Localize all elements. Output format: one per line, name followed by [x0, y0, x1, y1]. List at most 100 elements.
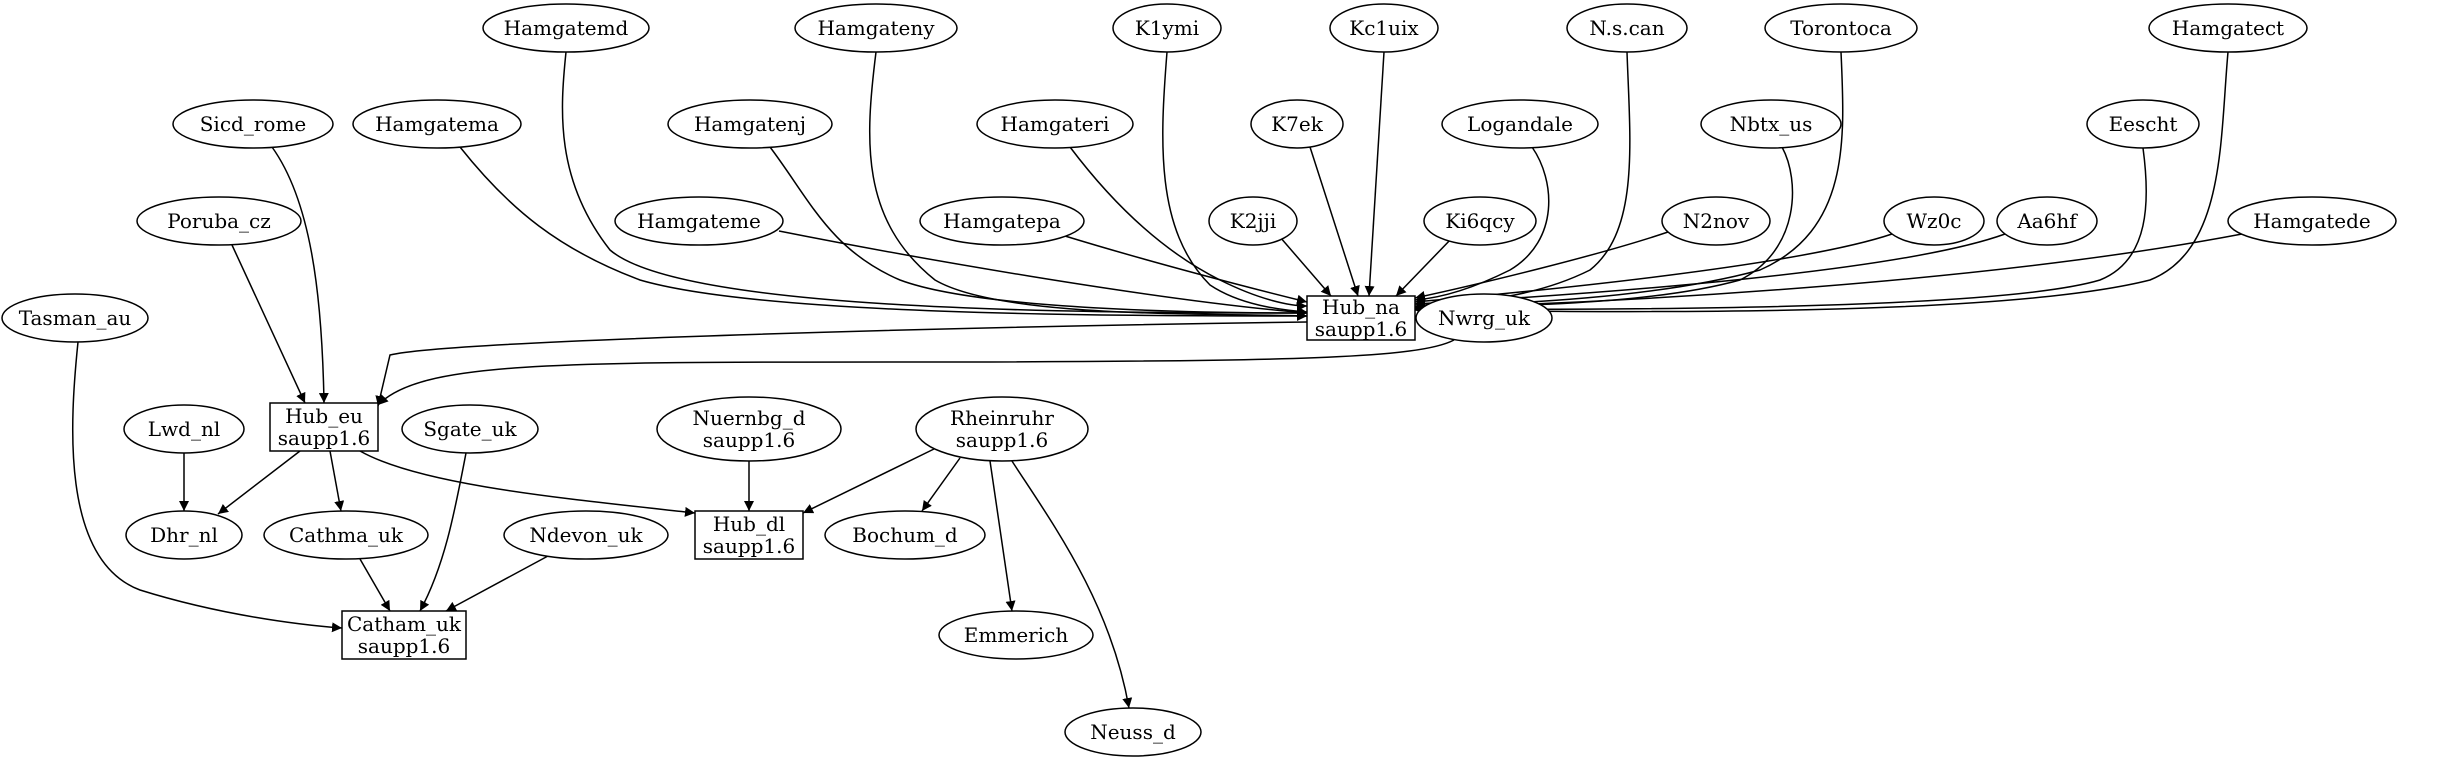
node-label: Hub_na: [1322, 295, 1400, 319]
edge-cathma_uk-to-catham_uk: [359, 558, 391, 612]
node-k2jji[interactable]: K2jji: [1208, 196, 1298, 246]
edge-n2nov-to-hub_na: [1414, 231, 1669, 301]
node-label: Neuss_d: [1090, 720, 1176, 744]
node-label: Cathma_uk: [289, 523, 404, 547]
node-ellipse: [2148, 3, 2308, 53]
node-hamgateme[interactable]: Hamgateme: [614, 196, 784, 246]
node-ellipse: [1415, 293, 1553, 343]
node-label: N.s.can: [1589, 16, 1664, 40]
node-label: N2nov: [1683, 209, 1750, 233]
node-eescht[interactable]: Eescht: [2086, 99, 2200, 149]
node-hamgatenj[interactable]: Hamgatenj: [667, 99, 833, 149]
node-ellipse: [1764, 3, 1918, 53]
node-ellipse: [976, 99, 1134, 149]
node-label: K7ek: [1271, 112, 1324, 136]
node-neuss_d[interactable]: Neuss_d: [1064, 707, 1202, 757]
node-ellipse: [1, 293, 149, 343]
node-box: [269, 402, 379, 452]
node-ki6qcy[interactable]: Ki6qcy: [1423, 196, 1537, 246]
edge-kc1uix-to-hub_na: [1364, 51, 1385, 297]
node-nbtx_us[interactable]: Nbtx_us: [1700, 99, 1842, 149]
node-ellipse: [667, 99, 833, 149]
node-hamgatect[interactable]: Hamgatect: [2148, 3, 2308, 53]
node-label: Nwrg_uk: [1438, 306, 1531, 330]
edge-hamgateny-to-hub_na: [868, 51, 1308, 321]
node-box: [694, 510, 804, 560]
node-kc1uix[interactable]: Kc1uix: [1329, 3, 1439, 53]
node-label: Aa6hf: [2016, 209, 2078, 233]
node-ellipse: [1883, 196, 1985, 246]
node-label: Dhr_nl: [150, 523, 218, 547]
node-label: Hamgateme: [637, 209, 761, 233]
node-ndevon_uk[interactable]: Ndevon_uk: [503, 510, 669, 560]
node-nwrg_uk[interactable]: Nwrg_uk: [1415, 293, 1553, 343]
node-label: K1ymi: [1135, 16, 1199, 40]
node-k1ymi[interactable]: K1ymi: [1112, 3, 1222, 53]
edge-poruba_cz-to-hub_eu: [231, 244, 306, 404]
node-torontoca[interactable]: Torontoca: [1764, 3, 1918, 53]
node-hamgatede[interactable]: Hamgatede: [2227, 196, 2397, 246]
node-ellipse: [123, 404, 245, 454]
node-hamgateny[interactable]: Hamgateny: [794, 3, 958, 53]
node-hamgatema[interactable]: Hamgatema: [352, 99, 522, 149]
node-label: Hamgatenj: [694, 112, 806, 136]
node-bochum_d[interactable]: Bochum_d: [824, 510, 986, 560]
edge-hub_eu-to-hub_dl: [359, 450, 696, 517]
node-hamgatemd[interactable]: Hamgatemd: [482, 3, 650, 53]
node-label: Hamgatemd: [504, 16, 629, 40]
node-ellipse: [1250, 99, 1344, 149]
node-ellipse: [1700, 99, 1842, 149]
node-emmerich[interactable]: Emmerich: [938, 610, 1094, 660]
node-ellipse: [614, 196, 784, 246]
edge-nscan-to-hub_na: [1414, 51, 1631, 309]
node-label: Kc1uix: [1349, 16, 1419, 40]
node-label: Torontoca: [1790, 16, 1892, 40]
node-ellipse: [125, 510, 243, 560]
edge-hub_eu-to-dhr_nl: [217, 450, 301, 515]
node-label: Wz0c: [1906, 209, 1961, 233]
edge-k7ek-to-hub_na: [1309, 146, 1360, 297]
node-dhr_nl[interactable]: Dhr_nl: [125, 510, 243, 560]
node-poruba_cz[interactable]: Poruba_cz: [136, 196, 302, 246]
edge-k1ymi-to-hub_na: [1162, 51, 1308, 317]
node-ellipse: [1423, 196, 1537, 246]
node-tasman_au[interactable]: Tasman_au: [1, 293, 149, 343]
node-ellipse: [824, 510, 986, 560]
node-sgate_uk[interactable]: Sgate_uk: [401, 404, 539, 454]
node-label: Hub_eu: [285, 404, 363, 428]
node-label: Lwd_nl: [148, 417, 220, 441]
node-ellipse: [2227, 196, 2397, 246]
edge-ki6qcy-to-hub_na: [1395, 236, 1454, 297]
node-hamgatepa[interactable]: Hamgatepa: [919, 196, 1085, 246]
node-wz0c[interactable]: Wz0c: [1883, 196, 1985, 246]
node-ellipse: [1996, 196, 2098, 246]
node-hamgateri[interactable]: Hamgateri: [976, 99, 1134, 149]
edge-hub_na-to-hub_eu: [375, 321, 1308, 407]
node-ellipse: [794, 3, 958, 53]
node-nscan[interactable]: N.s.can: [1566, 3, 1688, 53]
node-n2nov[interactable]: N2nov: [1661, 196, 1771, 246]
edge-sicd_rome-to-hub_eu: [271, 146, 329, 404]
node-sicd_rome[interactable]: Sicd_rome: [172, 99, 334, 149]
node-lwd_nl[interactable]: Lwd_nl: [123, 404, 245, 454]
node-k7ek[interactable]: K7ek: [1250, 99, 1344, 149]
node-aa6hf[interactable]: Aa6hf: [1996, 196, 2098, 246]
node-ellipse: [172, 99, 334, 149]
edge-nwrg_uk-to-hub_eu: [377, 339, 1455, 406]
node-label: Hamgateri: [1001, 112, 1110, 136]
node-ellipse: [503, 510, 669, 560]
node-label: Emmerich: [964, 623, 1069, 647]
node-cathma_uk[interactable]: Cathma_uk: [263, 510, 429, 560]
node-ellipse: [1566, 3, 1688, 53]
edge-rheinruhr-to-hub_dl: [802, 448, 935, 514]
node-logandale[interactable]: Logandale: [1441, 99, 1599, 149]
node-ellipse: [1441, 99, 1599, 149]
node-label: Hub_dl: [713, 512, 785, 536]
